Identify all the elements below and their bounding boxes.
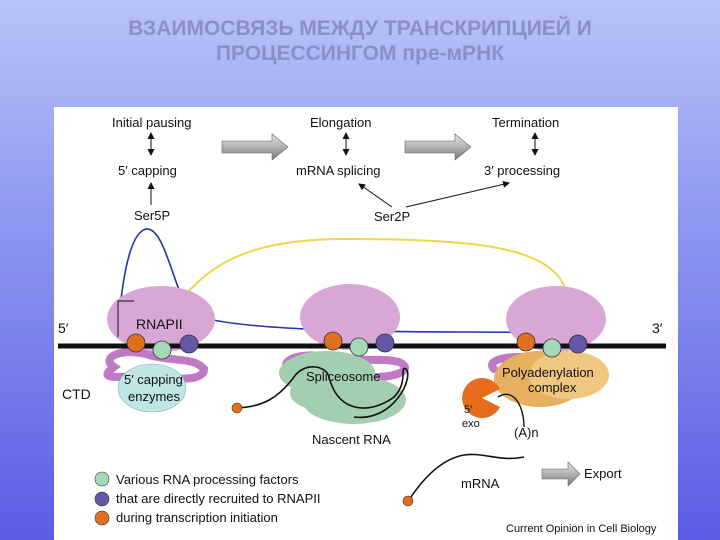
rnapii-label: RNAPII xyxy=(136,316,183,332)
factor-green-initiation xyxy=(152,340,172,360)
exo-label-1: 5′ xyxy=(464,404,472,416)
cleaved-rna-segment xyxy=(497,393,525,428)
legend-line-3: during transcription initiation xyxy=(116,510,278,525)
process-splicing: mRNA splicing xyxy=(296,163,381,178)
factor-orange-elongation xyxy=(323,331,343,351)
legend-purple-swatch xyxy=(94,491,110,507)
capping-enzymes xyxy=(117,363,187,413)
factor-orange-termination xyxy=(516,332,536,352)
process-3-processing: 3′ processing xyxy=(484,163,560,178)
polyadenylation-label-1: Polyadenylation xyxy=(502,365,594,380)
legend-orange-swatch xyxy=(94,510,110,526)
stage-arrow-2 xyxy=(404,133,472,161)
strand-3-end: 3′ xyxy=(652,320,663,336)
source-caption: Current Opinion in Cell Biology xyxy=(506,523,657,535)
factor-purple-elongation xyxy=(375,333,395,353)
factor-purple-initiation xyxy=(179,334,199,354)
rna-cap-nascent xyxy=(231,402,243,414)
factor-purple-termination xyxy=(568,334,588,354)
factor-orange-initiation xyxy=(126,333,146,353)
mrna-label: mRNA xyxy=(461,476,500,491)
export-label: Export xyxy=(584,466,622,481)
export-arrow xyxy=(541,461,581,487)
poly-a-label: (A)n xyxy=(514,425,539,440)
ser2p-arrow-processing xyxy=(405,180,510,208)
capping-enzymes-label-2: enzymes xyxy=(128,389,181,404)
ser5p-label: Ser5P xyxy=(134,208,170,223)
polyadenylation-complex xyxy=(494,351,609,407)
process-capping: 5′ capping xyxy=(118,163,177,178)
strand-5-end: 5′ xyxy=(58,320,69,336)
exo-nuclease xyxy=(462,378,500,418)
stage-initial-pausing: Initial pausing xyxy=(112,115,192,130)
tss-marker xyxy=(117,300,134,337)
rnapii-elongation xyxy=(300,284,400,350)
spliceosome-label: Spliceosome xyxy=(306,369,380,384)
slide-title: ВЗАИМОСВЯЗЬ МЕЖДУ ТРАНСКРИПЦИЕЙ И ПРОЦЕС… xyxy=(0,16,720,66)
factor-green-termination xyxy=(542,338,562,358)
mrna-strand xyxy=(408,453,525,501)
exo-label-2: exo xyxy=(462,418,480,430)
transcription-processing-diagram: Initial pausing Elongation Termination 5… xyxy=(54,107,678,540)
polyadenylation-label-2: complex xyxy=(528,380,577,395)
capping-enzymes-label-1: 5′ capping xyxy=(124,372,183,387)
factor-green-elongation xyxy=(349,337,369,357)
stage-termination: Termination xyxy=(492,115,559,130)
ser2p-label: Ser2P xyxy=(374,209,410,224)
nascent-rna-label: Nascent RNA xyxy=(312,432,391,447)
slide-title-line-2: ПРОЦЕССИНГОМ пре-мРНК xyxy=(215,42,505,65)
legend-green-swatch xyxy=(94,471,110,487)
nascent-rna-strand xyxy=(235,366,409,418)
legend-line-2: that are directly recruited to RNAPII xyxy=(116,491,320,506)
stage-arrow-1 xyxy=(221,133,289,161)
stage-elongation: Elongation xyxy=(310,115,371,130)
ctd-label: CTD xyxy=(62,386,91,402)
legend-line-1: Various RNA processing factors xyxy=(116,472,299,487)
ser2p-arrow-splicing xyxy=(358,183,393,208)
slide-title-line-1: ВЗАИМОСВЯЗЬ МЕЖДУ ТРАНСКРИПЦИЕЙ И xyxy=(128,17,592,40)
diagram-svg: Initial pausing Elongation Termination 5… xyxy=(58,115,666,535)
rna-cap-mrna xyxy=(402,495,414,507)
